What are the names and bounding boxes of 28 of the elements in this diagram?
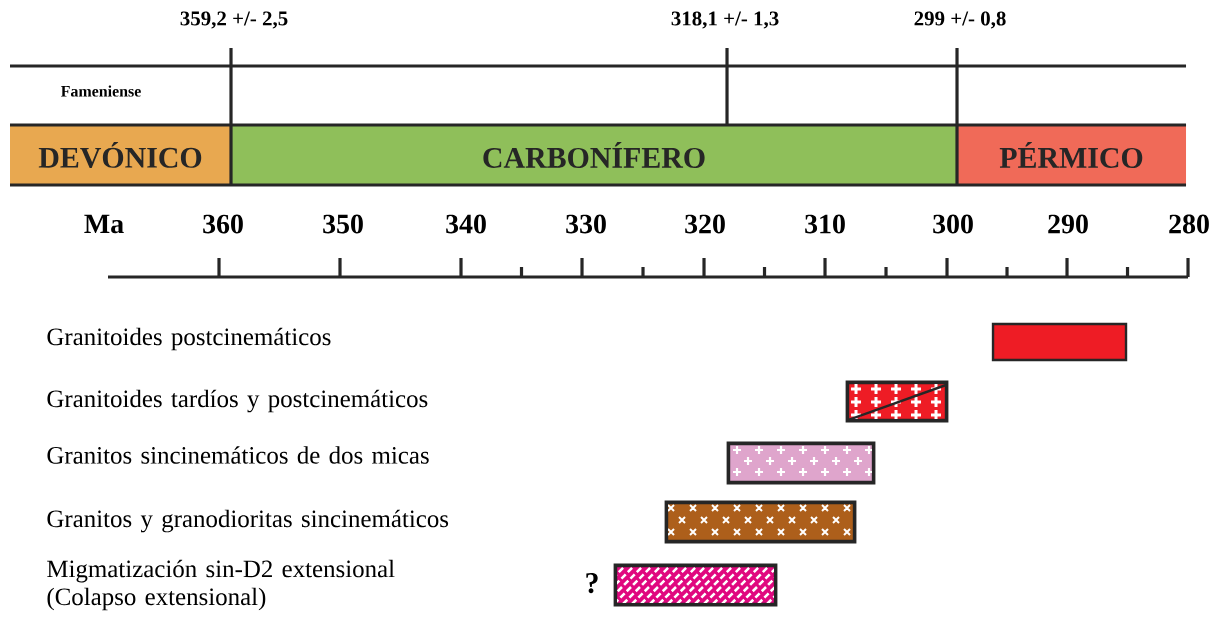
- bar: [726, 441, 876, 485]
- tick-label: 340: [446, 214, 486, 234]
- tick-label: 280: [1169, 214, 1209, 234]
- tick-label: 320: [685, 214, 725, 234]
- bar: [664, 500, 857, 544]
- tick-label: 300: [933, 214, 973, 234]
- row-label: Granitoides tardíos y postcinemáticos: [47, 389, 428, 413]
- bar: [991, 322, 1128, 362]
- tick-label: 310: [805, 214, 845, 234]
- axis-title: Ma: [84, 214, 124, 234]
- tick-label: 290: [1048, 214, 1088, 234]
- row-label: Migmatización sin-D2 extensional (Colapso extensional): [47, 559, 395, 611]
- stage-label: Fameniense: [61, 85, 141, 97]
- period-band: PÉRMICO: [957, 125, 1186, 185]
- tick-label: 350: [323, 214, 363, 234]
- date-label: 299 +/- 0,8: [914, 11, 1006, 29]
- question-mark: ?: [586, 572, 598, 594]
- row-label: Granitos y granodioritas sincinemáticos: [47, 509, 449, 533]
- tick-label: 330: [566, 214, 606, 234]
- period-band: CARBONÍFERO: [231, 125, 958, 185]
- date-label: 359,2 +/- 2,5: [180, 11, 288, 29]
- bar: [845, 380, 949, 423]
- period-band: DEVÓNICO: [10, 125, 231, 185]
- tick-label: 360: [203, 214, 243, 234]
- bar: [613, 563, 778, 607]
- date-label: 318,1 +/- 1,3: [671, 11, 779, 29]
- row-label: Granitos sincinemáticos de dos micas: [47, 446, 429, 464]
- row-label: Granitoides postcinemáticos: [47, 327, 331, 351]
